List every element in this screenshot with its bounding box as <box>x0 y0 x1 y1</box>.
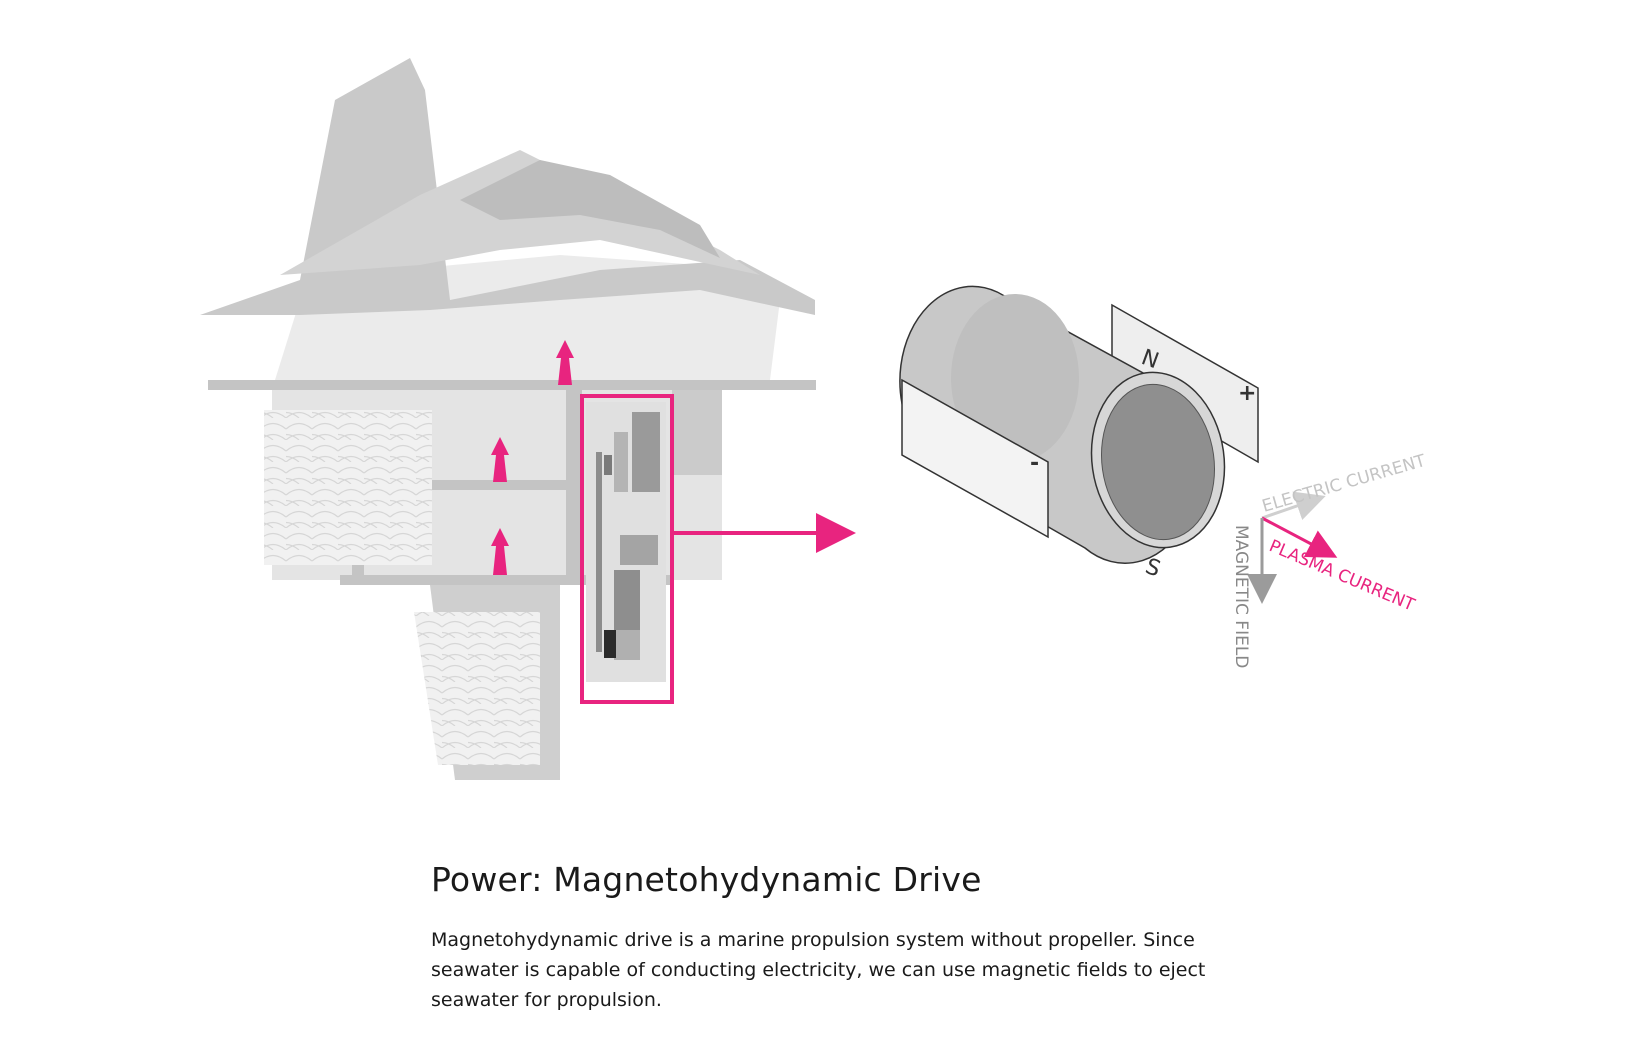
electric-current-arrow <box>1261 491 1326 521</box>
electric-current-label: ELECTRIC CURRENT <box>1260 451 1429 517</box>
engine-block <box>586 402 666 682</box>
mid-slab <box>432 480 582 490</box>
building-section <box>200 58 856 780</box>
mhd-diagram: N S + - ELECTRIC CURRENT PLASMA CURRENT … <box>200 58 1429 780</box>
deck-slab-top <box>208 380 816 390</box>
vertical-shaft <box>566 390 582 580</box>
body-dark-block <box>672 390 722 475</box>
caption-title: Power: Magnetohydynamic Drive <box>431 860 982 899</box>
plasma-current-label: PLASMA CURRENT <box>1266 536 1418 616</box>
caption-body: Magnetohydynamic drive is a marine propu… <box>431 929 1206 1011</box>
highlight-box <box>580 394 674 704</box>
scale-panel-left <box>264 410 432 565</box>
plasma-current-arrow <box>1261 516 1338 558</box>
negative-plate <box>901 378 1049 539</box>
cylinder-back <box>951 294 1079 462</box>
lower-post <box>352 565 364 577</box>
plate-positive-label: + <box>1238 381 1256 406</box>
caption: Power: Magnetohydynamic Drive Magnetohyd… <box>431 860 1331 1015</box>
magnetic-field-label: MAGNETIC FIELD <box>1231 525 1251 668</box>
mhd-cylinder: N S + - <box>899 285 1259 582</box>
scale-panel-lower <box>414 612 540 765</box>
flow-arrow-icon <box>491 528 509 575</box>
lower-slab <box>340 575 670 585</box>
cylinder-opening <box>1100 383 1216 541</box>
axes-legend: ELECTRIC CURRENT PLASMA CURRENT MAGNETIC… <box>1231 451 1429 669</box>
flow-arrow-icon <box>491 437 509 482</box>
flow-arrow-icon <box>556 340 574 385</box>
plate-negative-label: - <box>1030 451 1039 476</box>
roof-sail-3 <box>460 160 720 258</box>
